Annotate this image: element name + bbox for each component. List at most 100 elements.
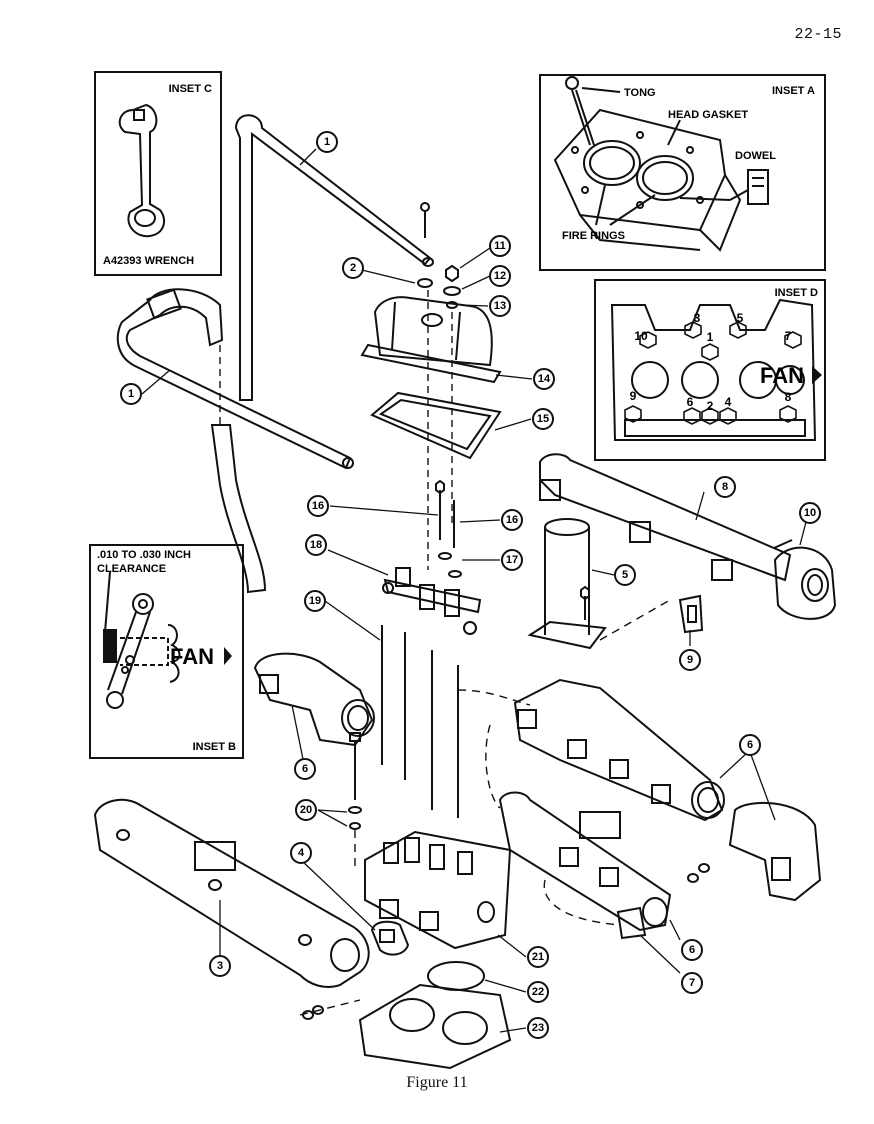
inset-a-head-gasket-label: HEAD GASKET	[668, 109, 748, 121]
callout-12: 12	[489, 265, 511, 287]
callout-22: 22	[527, 981, 549, 1003]
svg-text:23: 23	[532, 1022, 544, 1034]
inset-c	[94, 71, 222, 276]
svg-text:17: 17	[506, 554, 518, 566]
water-manifold	[539, 453, 792, 582]
svg-text:10: 10	[804, 507, 816, 519]
callouts: 1 1 2 3 4 5 6 6 6 6 7 8 9 10 11 12 13 14…	[120, 131, 821, 1039]
svg-text:6: 6	[689, 944, 695, 956]
inset-a-dowel-label: DOWEL	[735, 150, 776, 162]
svg-text:8: 8	[722, 481, 728, 493]
leader-lines	[141, 148, 807, 1033]
inset-a-tong-label: TONG	[624, 87, 656, 99]
inset-c-title: INSET C	[169, 83, 212, 95]
bolt-seq-6: 6	[687, 395, 694, 409]
side-manifold	[93, 798, 370, 988]
svg-text:21: 21	[532, 951, 544, 963]
bolt-seq-10: 10	[634, 329, 648, 343]
callout-18: 18	[305, 534, 327, 556]
svg-text:20: 20	[300, 804, 312, 816]
bolt-seq-9: 9	[630, 389, 637, 403]
svg-text:1: 1	[128, 388, 134, 400]
push-rods	[381, 625, 459, 818]
inset-a-title: INSET A	[772, 85, 815, 97]
callout-20: 20	[295, 799, 317, 821]
inset-b-clearance-line1: .010 TO .030 INCH	[97, 549, 191, 561]
inset-b	[89, 544, 244, 759]
exhaust-manifold-upper	[513, 678, 725, 822]
inset-d-title: INSET D	[775, 287, 818, 299]
svg-text:22: 22	[532, 986, 544, 998]
fire-ring	[427, 961, 485, 991]
svg-text:19: 19	[309, 595, 321, 607]
bolt-seq-3: 3	[694, 311, 701, 325]
callout-6c: 6	[681, 939, 703, 961]
cover-bolt	[420, 202, 430, 238]
rocker-washers	[438, 552, 462, 578]
bolt-seq-5: 5	[737, 311, 744, 325]
callout-16b: 16	[501, 509, 523, 531]
svg-text:2: 2	[350, 262, 356, 274]
tube-with-flange	[527, 518, 607, 650]
svg-text:15: 15	[537, 413, 549, 425]
inset-c-wrench-label: A42393 WRENCH	[103, 255, 194, 267]
bolt-seq-4: 4	[725, 395, 732, 409]
inset-b-title: INSET B	[193, 741, 236, 753]
bolt-hex-markers	[624, 321, 802, 425]
svg-text:6: 6	[747, 739, 753, 751]
inset-b-frame	[89, 544, 244, 759]
page-number: 22-15	[794, 26, 842, 43]
head-outline-drawing	[610, 298, 817, 441]
inset-b-clearance-line2: CLEARANCE	[97, 563, 166, 575]
callout-1b: 1	[120, 383, 142, 405]
callout-9: 9	[679, 649, 701, 671]
breather-tube-upper	[234, 114, 434, 401]
callout-4: 4	[290, 842, 312, 864]
inset-d	[594, 279, 826, 461]
callout-8: 8	[714, 476, 736, 498]
bolt-seq-1: 1	[707, 330, 714, 344]
callout-17: 17	[501, 549, 523, 571]
rocker-studs	[435, 479, 455, 548]
intake-gasket	[370, 920, 410, 956]
wrench-icon	[118, 103, 166, 238]
outlet-gasket	[678, 594, 704, 634]
bolt-seq-8: 8	[785, 390, 792, 404]
callout-21: 21	[527, 946, 549, 968]
callout-5: 5	[614, 564, 636, 586]
callout-10: 10	[799, 502, 821, 524]
svg-text:7: 7	[689, 977, 695, 989]
assembly-lines	[299, 599, 671, 1016]
inset-a-frame	[539, 74, 826, 271]
callout-3: 3	[209, 955, 231, 977]
svg-text:5: 5	[622, 569, 628, 581]
callout-2: 2	[342, 257, 364, 279]
cylinder-head-block-drawing	[553, 108, 742, 252]
inset-d-fan-label: FAN	[760, 363, 804, 388]
bolt-sequence-labels: 1 2 3 4 5 6 7 8 9 10	[630, 311, 792, 413]
callout-7: 7	[681, 972, 703, 994]
svg-text:16: 16	[506, 514, 518, 526]
bolt-seq-7: 7	[785, 329, 792, 343]
inset-a-fire-rings-label: FIRE RINGS	[562, 230, 625, 242]
fan-arrow-icon-b	[224, 647, 232, 665]
inset-b-fan-label: FAN	[170, 644, 214, 669]
svg-text:6: 6	[302, 763, 308, 775]
exhaust-manifold-lower	[498, 791, 672, 932]
intake-elbow-left	[253, 652, 375, 747]
head-gasket	[358, 983, 512, 1070]
callout-23: 23	[527, 1017, 549, 1039]
callout-15: 15	[532, 408, 554, 430]
svg-text:16: 16	[312, 500, 324, 512]
fan-arrow-icon-d	[812, 366, 822, 384]
figure-caption: Figure 11	[406, 1074, 468, 1091]
rocker-arm-assembly	[382, 567, 482, 635]
callout-19: 19	[304, 590, 326, 612]
callout-11: 11	[489, 235, 511, 257]
inset-d-frame	[594, 279, 826, 461]
tong-icon	[565, 76, 595, 146]
thermostat-housing	[773, 539, 837, 620]
bolt-seq-2: 2	[707, 399, 714, 413]
